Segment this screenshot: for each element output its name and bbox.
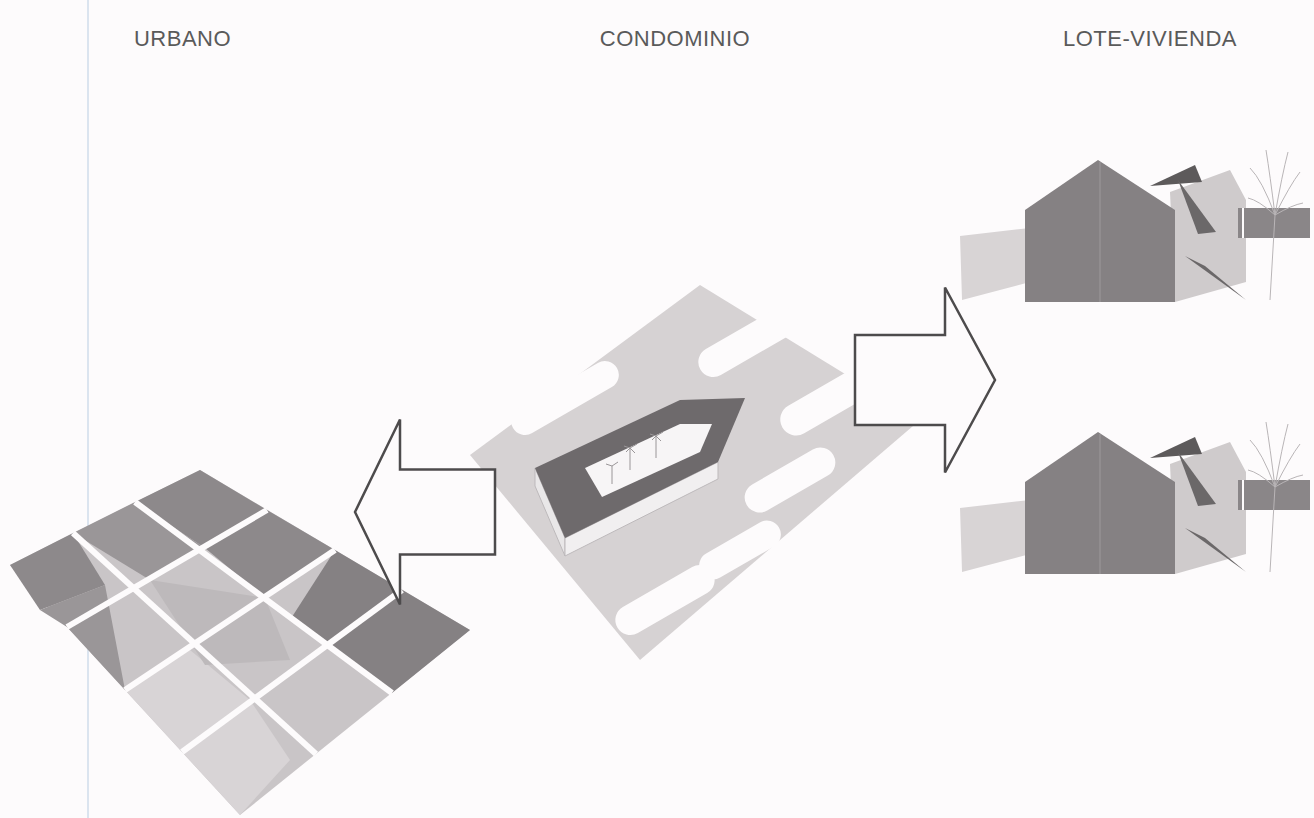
margin-line: [87, 0, 89, 818]
block-arrow: [855, 288, 995, 473]
house-illustration: [960, 422, 1310, 574]
condominium-plan: [470, 285, 920, 660]
illustration-panel: LOTE-VIVIENDA: [995, 22, 1305, 812]
block-arrow: [355, 420, 495, 605]
house-illustration: [960, 150, 1310, 302]
panel-heading: URBANO: [10, 22, 355, 56]
illustration-panel: URBANO: [10, 22, 355, 812]
illustration-panel: CONDOMINIO: [495, 22, 855, 812]
panel-heading: CONDOMINIO: [495, 22, 855, 56]
panel-heading: LOTE-VIVIENDA: [995, 22, 1305, 56]
